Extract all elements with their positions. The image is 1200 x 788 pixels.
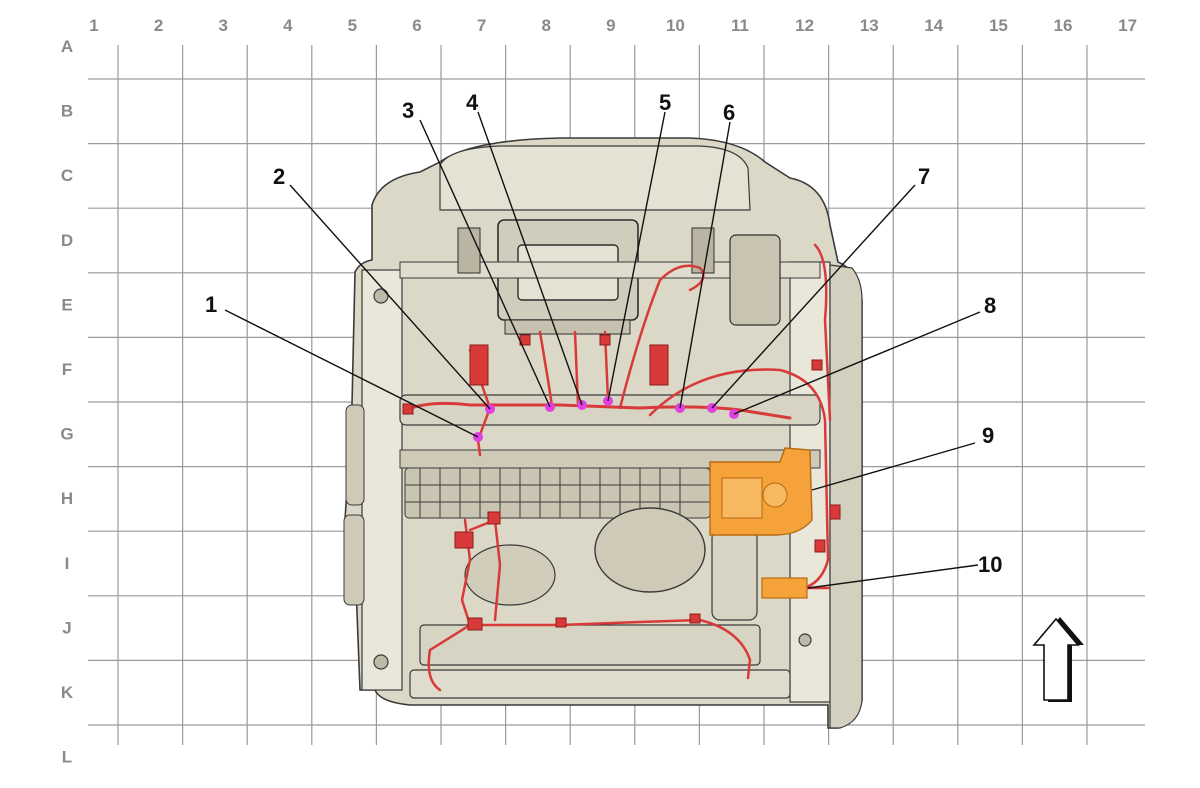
row-label: G <box>60 425 73 444</box>
row-label: F <box>62 360 72 379</box>
column-label: 8 <box>541 16 550 35</box>
column-label: 2 <box>154 16 163 35</box>
control-module-connector-strip <box>504 319 631 335</box>
column-label: 5 <box>348 16 357 35</box>
vertical-motor-tube <box>711 529 758 621</box>
column-label: 11 <box>731 16 749 35</box>
column-label: 13 <box>860 16 879 35</box>
row-label: D <box>61 231 73 250</box>
lumbar-motor <box>594 507 706 593</box>
row-label: A <box>61 37 73 56</box>
middle-crossbar <box>399 394 821 426</box>
row-label: C <box>61 166 73 185</box>
column-label: 14 <box>924 16 943 35</box>
seat-illustration <box>343 137 863 729</box>
row-labels: A B C D E F G H I J K L <box>60 37 73 767</box>
upper-left-bolt <box>373 288 389 304</box>
column-label: 15 <box>989 16 1008 35</box>
column-label: 3 <box>218 16 227 35</box>
column-label: 10 <box>666 16 685 35</box>
column-label: 6 <box>412 16 421 35</box>
callout-number: 9 <box>982 423 994 448</box>
callout-number: 7 <box>918 164 930 189</box>
callout-number: 5 <box>659 90 671 115</box>
harness-connectors <box>402 334 841 631</box>
callout-number: 4 <box>466 90 479 115</box>
left-side-rail <box>361 269 403 691</box>
up-arrow-icon <box>1032 617 1084 702</box>
row-label: I <box>65 554 70 573</box>
row-label: J <box>62 618 71 637</box>
harness-main-trunk <box>403 401 792 420</box>
harness-right-vertical <box>813 243 832 422</box>
callout-number: 8 <box>984 293 996 318</box>
highlighted-components <box>709 447 830 599</box>
right-actuator <box>729 234 781 326</box>
row-label: E <box>61 295 72 314</box>
right-bolt <box>798 633 812 647</box>
lumbar-pump-inner <box>721 477 763 519</box>
column-label: 12 <box>795 16 814 35</box>
row-label: K <box>61 683 74 702</box>
callout-number: 1 <box>205 292 217 317</box>
harness-lower-left-stub <box>468 518 502 622</box>
harness-bottom <box>468 618 752 680</box>
callout-number: 6 <box>723 100 735 125</box>
connector-10-highlight <box>761 577 808 599</box>
lower-left-blower <box>464 544 556 606</box>
row-label: B <box>61 102 73 121</box>
callout-number: 10 <box>978 552 1002 577</box>
left-bolster-upper <box>345 404 365 506</box>
right-outer-flap <box>829 264 863 729</box>
lower-left-bolt <box>373 654 389 670</box>
row-label: H <box>61 489 73 508</box>
bottom-tray <box>419 624 761 666</box>
column-label: 16 <box>1054 16 1073 35</box>
upper-crossbar <box>399 261 821 279</box>
upper-left-connector-block <box>457 227 481 274</box>
heating-mat-grid <box>404 467 711 519</box>
column-label: 1 <box>89 16 98 35</box>
column-label: 17 <box>1118 16 1137 35</box>
lumbar-pump-hub <box>762 482 788 508</box>
callouts <box>224 111 981 589</box>
column-label: 7 <box>477 16 486 35</box>
callout-number: 2 <box>273 164 285 189</box>
callout-labels: 1 2 3 4 5 6 7 8 9 10 <box>205 90 1002 577</box>
column-label: 4 <box>283 16 293 35</box>
bottom-bar <box>409 669 791 699</box>
callout-number: 3 <box>402 98 414 123</box>
seat-top-contour <box>439 145 751 211</box>
left-bolster-lower <box>343 514 365 606</box>
row-label: L <box>62 748 72 767</box>
column-label: 9 <box>606 16 615 35</box>
harness-lower-left <box>427 518 472 692</box>
harness-right-loop <box>648 368 830 592</box>
